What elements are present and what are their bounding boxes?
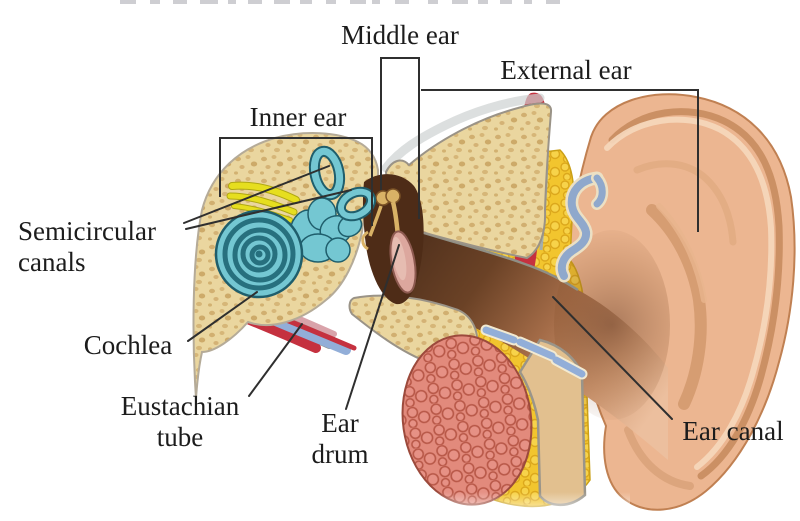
semicircular-leader-lower [185, 189, 352, 230]
ear-canal-leader [552, 296, 673, 420]
tragus-cartilage [555, 171, 609, 283]
skull-curve-shadow [381, 93, 545, 173]
semicircular-leader-upper [183, 165, 330, 224]
inner-ear-bracket [219, 137, 373, 226]
cartilage-dashes [480, 324, 588, 380]
antihelix-shade [646, 204, 707, 410]
stapes [361, 230, 369, 251]
label-ear-canal: Ear canal [682, 416, 784, 446]
ossicles [361, 188, 401, 251]
incus-process [368, 205, 383, 237]
malleus-head [385, 188, 401, 204]
label-ear-drum-line2: drum [311, 439, 369, 469]
label-eustachian-tube: Eustachian tube [103, 391, 257, 453]
ear-drum-shape [389, 230, 417, 294]
auditory-nerve [226, 181, 300, 223]
middle-ear-bracket [380, 57, 420, 219]
label-inner-ear: Inner ear [249, 102, 347, 132]
region-brackets [219, 57, 699, 232]
label-semicircular-canals: Semicircular canals [18, 216, 156, 278]
helix-ridge [608, 108, 783, 480]
label-middle-ear: Middle ear [341, 20, 459, 50]
ear-drum-leader [345, 244, 400, 410]
bottom-fade [180, 492, 630, 521]
scapha-shade [633, 160, 737, 246]
leader-lines [183, 165, 673, 420]
antihelix-highlight [656, 203, 707, 303]
eustachian-leader [248, 323, 303, 397]
label-eustachian-line1: Eustachian [120, 391, 240, 421]
label-ear-drum-line1: Ear [321, 408, 359, 438]
external-ear-bracket [421, 89, 699, 232]
lobe-shade [624, 426, 694, 490]
cochlea-shape [214, 209, 304, 299]
label-ear-drum: Ear drum [298, 408, 382, 470]
helix-highlight [604, 116, 775, 470]
label-eustachian-line2: tube [156, 422, 204, 452]
cochlea-leader [187, 291, 258, 342]
label-cochlea: Cochlea [83, 330, 173, 360]
label-semicircular-line1: Semicircular [18, 216, 156, 246]
label-semicircular-line2: canals [18, 247, 86, 277]
label-external-ear: External ear [500, 55, 632, 85]
cropped-text-remnant [120, 0, 560, 4]
